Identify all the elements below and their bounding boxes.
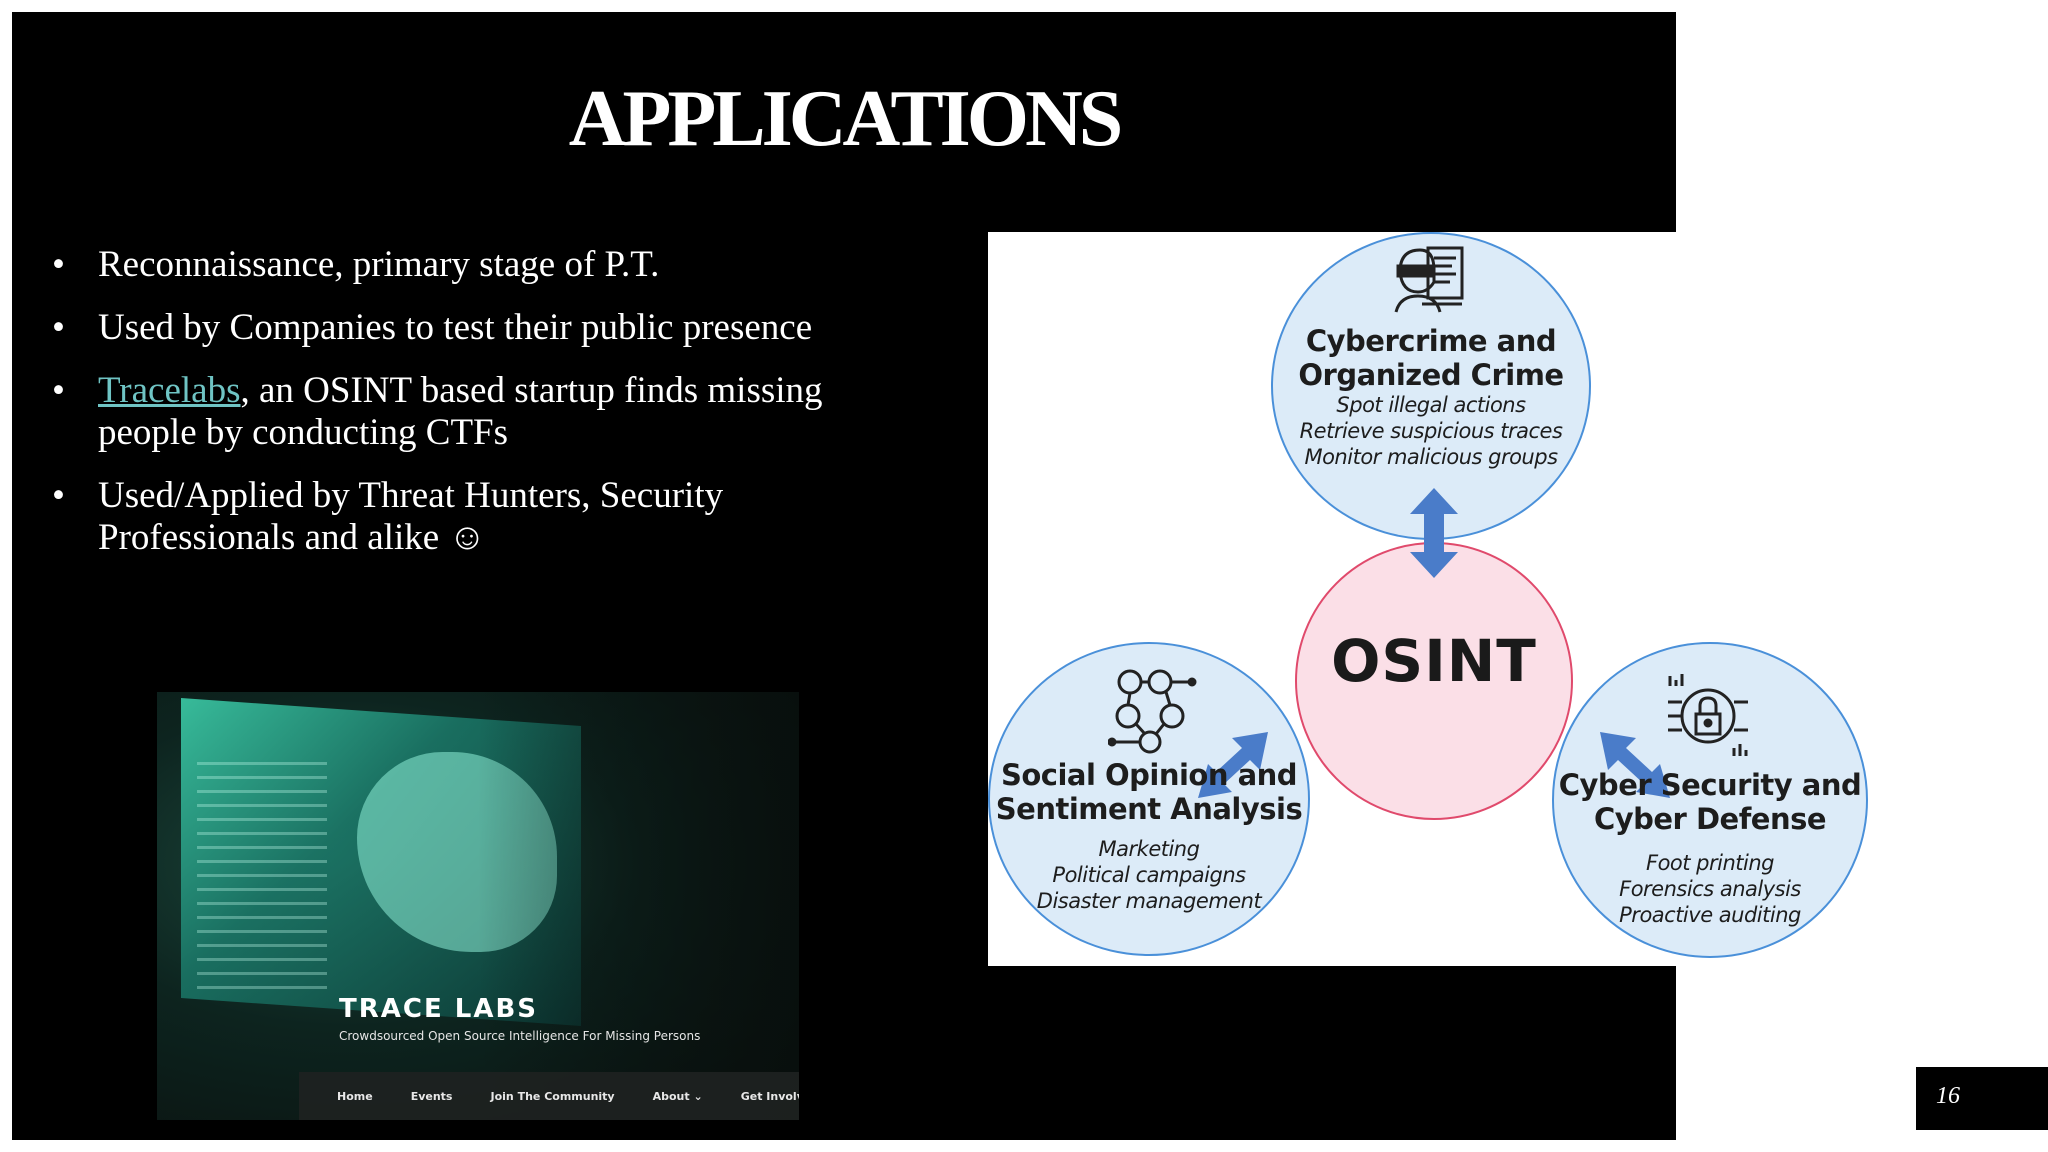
cybercrime-item: Spot illegal actions [1336,393,1526,417]
slide-title: APPLICATIONS [568,75,1124,163]
cyber-defense-item: Foot printing [1645,851,1775,875]
cyber-defense-title-line2: Cyber Defense [1593,802,1827,836]
arrow-left-icon [1198,732,1268,798]
page-number: 16 [1936,1083,1960,1109]
hacker-icon [1394,246,1464,313]
social-opinion-circle [988,642,1310,956]
bullet-text: Used by Companies to test their public p… [98,307,813,348]
bullet-dot: • [52,244,65,285]
cybercrime-circle [1271,232,1591,540]
social-item: Marketing [1098,837,1200,861]
lock-circuit-icon [1668,674,1748,756]
bullet-item: • Tracelabs, an OSINT based startup finds… [42,370,882,454]
tracelabs-nav-bar: Home Events Join The Community About ⌄ G… [299,1072,799,1120]
nav-get-involved: Get Involved ⌄ [740,1089,799,1103]
osint-circle [1295,542,1573,820]
bullet-text: , an OSINT based startup finds missing p… [98,370,823,453]
bullet-text: Reconnaissance, primary stage of P.T. [98,244,660,285]
cyber-defense-circle [1552,642,1868,958]
bullet-item: • Reconnaissance, primary stage of P.T. [42,244,882,286]
people-network-icon [1108,669,1197,754]
cybercrime-item: Retrieve suspicious traces [1299,419,1563,443]
cyber-defense-title-line1: Cyber Security and [1558,768,1862,802]
cyber-defense-item: Proactive auditing [1619,903,1801,927]
social-item: Political campaigns [1052,863,1246,887]
social-title-line2: Sentiment Analysis [995,792,1303,826]
nav-home: Home [337,1089,373,1103]
nav-join-community: Join The Community [490,1089,615,1103]
osint-label: OSINT [1331,627,1537,695]
tracelabs-screenshot: TRACE LABS Crowdsourced Open Source Inte… [157,692,799,1120]
bullet-text: Used/Applied by Threat Hunters, Security… [98,475,724,558]
arrows [1198,488,1670,798]
social-item: Disaster management [1036,889,1262,913]
cybercrime-title-line1: Cybercrime and [1305,324,1557,358]
bullet-item: • Used by Companies to test their public … [42,307,882,349]
bullet-list: • Reconnaissance, primary stage of P.T. •… [42,244,882,580]
tracelabs-link[interactable]: Tracelabs [98,370,241,411]
page-number-box: 16 [1916,1067,2048,1130]
bullet-dot: • [52,307,65,348]
tracelabs-logo-text: TRACE LABS [339,994,539,1024]
nav-about: About ⌄ [652,1089,703,1103]
bullet-dot: • [52,370,65,411]
cybercrime-item: Monitor malicious groups [1304,445,1558,469]
social-title-line1: Social Opinion and [1000,758,1298,792]
cybercrime-title-line2: Organized Crime [1298,358,1564,392]
tracelabs-tagline: Crowdsourced Open Source Intelligence Fo… [339,1029,701,1043]
nav-events: Events [410,1089,453,1103]
arrow-top-icon [1410,488,1458,578]
bullet-item: • Used/Applied by Threat Hunters, Securit… [42,475,882,559]
osint-diagram: Cybercrime and Organized Crime Spot ille… [988,232,1868,966]
bullet-dot: • [52,475,65,516]
arrow-right-icon [1600,732,1670,798]
cyber-defense-item: Forensics analysis [1619,877,1801,901]
